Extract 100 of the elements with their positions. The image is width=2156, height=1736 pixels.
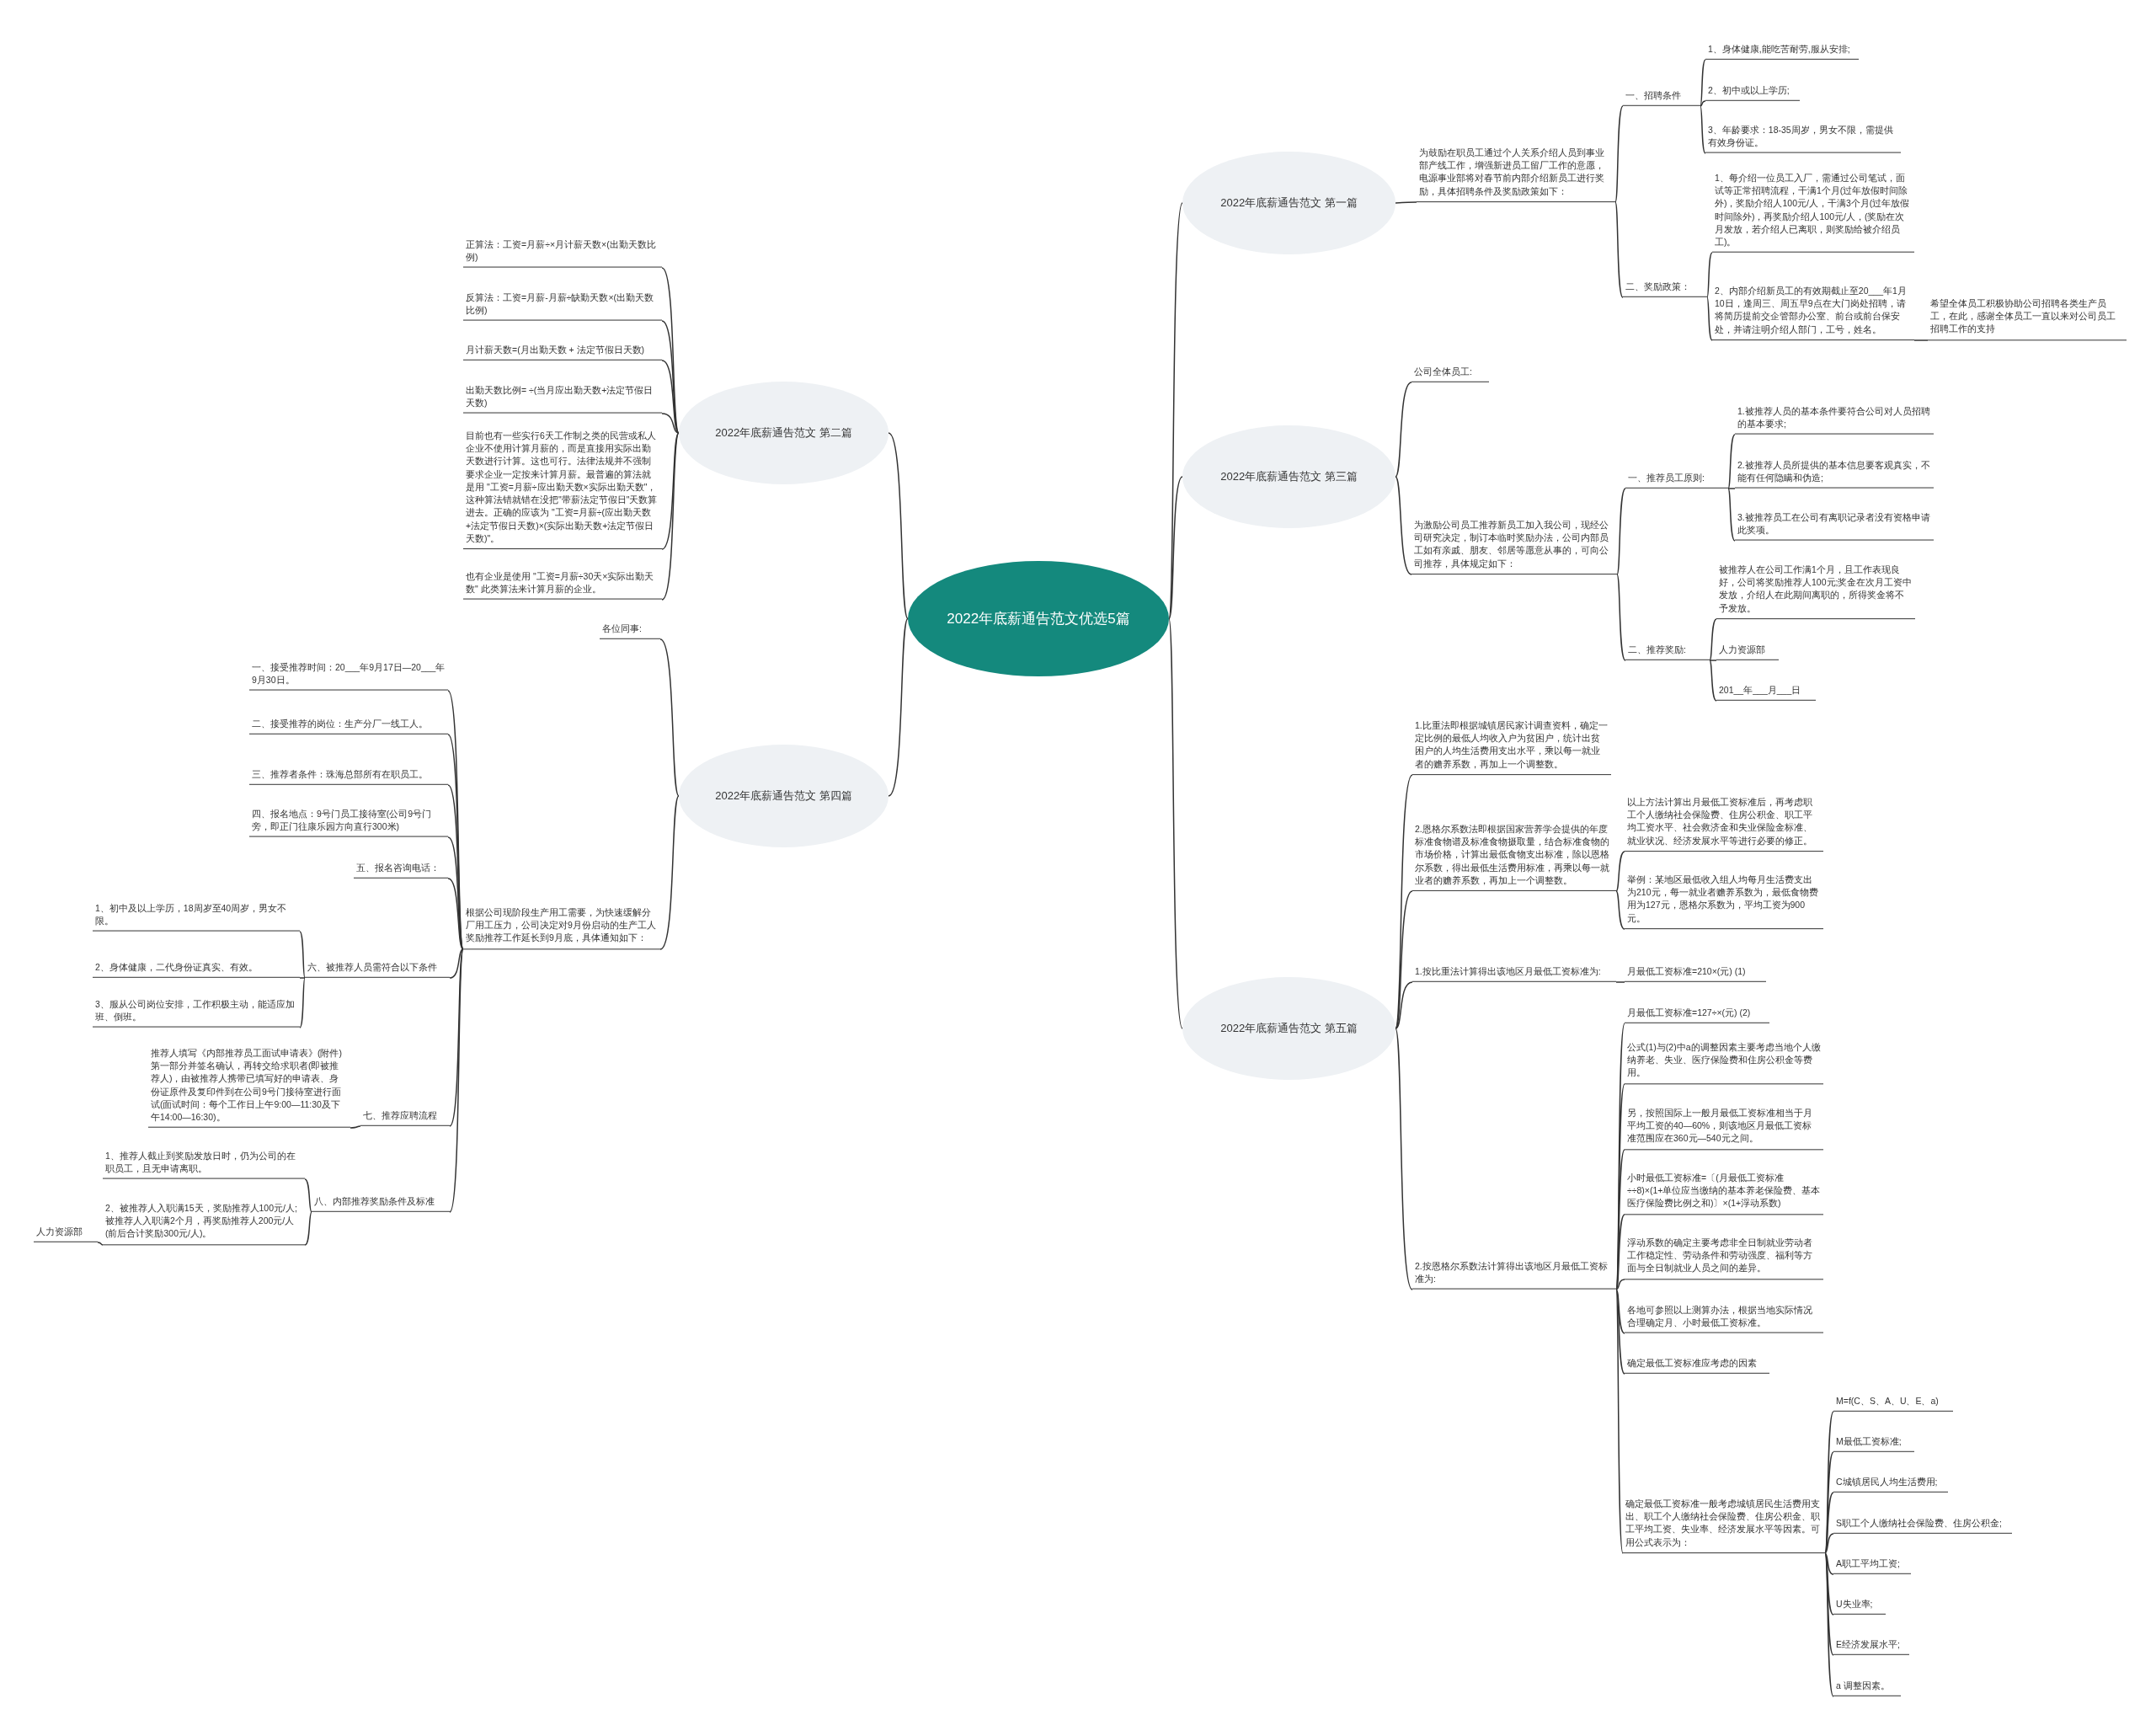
node-text: 以上方法计算出月最低工资标准后，再考虑职工个人缴纳社会保险费、住房公积金、职工平均工资水平、社会救济金和失业保险金标准、就业状况、经济发展水平等进行必要的修正。 [1627,796,1813,847]
node-text: 1、初中及以上学历，18周岁至40周岁，男女不限。 [95,901,288,927]
node-text: 推荐人填写《内部推荐员工面试申请表》(附件)第一部分并签名确认，再转交给求职者(即被推荐人)，由被推荐人携带已填写好的申请表、身份证原件及复印件到在公司9号门接待室进行面试(面试时间：每个工作日上午9:00—11:30及下午14:00—16:30)。 [151,1046,343,1124]
node-text: 3、年龄要求：18-35周岁，男女不限，需提供有效身份证。 [1708,123,1894,149]
connector-line [659,795,680,950]
node-text: 二、推荐奖励: [1628,643,1687,656]
connector-line [1727,488,1736,489]
connector-line [1395,382,1412,478]
connector-line [1615,1289,1625,1375]
node-text: 被推荐人在公司工作满1个月，且工作表现良好，公司将奖励推荐人100元;奖金在次月工资中发放，介绍人在此期间离职的，所得奖金将不予发放。 [1719,564,1913,615]
node-text: 1.被推荐人员的基本条件要符合公司对人员招聘的基本要求; [1737,404,1931,430]
node-text: U失业率; [1836,1597,1874,1610]
node-text: 1.比重法即根据城镇居民家计调查资料，确定一定比例的最低人均收入户为贫困户，统计出贫困户的人均生活费用支出水平，乘以每一就业者的赡养系数，再加上一个调整数。 [1415,719,1609,771]
node-text: 反算法：工资=月薪-月薪÷缺勤天数×(出勤天数比例) [466,291,655,317]
node-text: 根据公司现阶段生产用工需要，为快速缓解分厂用工压力，公司决定对9月份启动的生产工人奖励推荐工作延长到9月底，具体通知如下： [466,906,657,945]
node-text: 举例：某地区最低收入组人均每月生活费支出为210元，每一就业者赡养系数为，最低食物费用为127元，恩格尔系数为，平均工资为900元。 [1627,873,1819,925]
connector-line [1615,1279,1625,1290]
node-text: 月最低工资标准=210×(元) (1) [1627,964,1747,978]
connector-line [661,360,680,434]
connector-line [304,1178,312,1213]
node-text: 四、报名地点：9号门员工接待室(公司9号门旁，即正门往康乐园方向直行300米) [252,807,433,833]
connector-line [1709,618,1717,661]
node-text: 一、招聘条件 [1625,88,1682,102]
node-text: 另，按照国际上一般月最低工资标准相当于月平均工资的40—60%，则该地区月最低工资标准范围应在360元—540元之间。 [1627,1107,1813,1146]
connector-line [1614,201,1624,298]
node-text: 为激励公司员工推荐新员工加入我公司，现经公司研究决定，制订本临时奖励办法，公司内部员工如有亲戚、朋友、邻居等愿意从事的，可向公司推荐，具体规定如下： [1414,519,1609,570]
connector-line [1395,476,1412,575]
node-text: C城镇居民人均生活费用; [1836,1475,1939,1488]
node-text: 2022年底薪通告范文 第三篇 [1220,469,1358,485]
connector-line [1395,981,1413,1029]
connector-line [449,948,464,979]
node-text: 1、身体健康,能吃苦耐劳,服从安排; [1708,42,1851,56]
connector-line [304,1211,312,1246]
node-text: 浮动系数的确定主要考虑非全日制就业劳动者工作稳定性、劳动条件和劳动强度、福利等方面与全日制就业人员之间的差异。 [1627,1237,1813,1275]
node-text: 1、推荐人截止到奖励发放日时，仍为公司的在职员工，且无申请离职。 [105,1149,296,1175]
connector-line [449,948,464,1213]
node-text: 2.被推荐人员所提供的基本信息要客观真实，不能有任何隐瞒和伪造; [1737,458,1931,484]
node-text: 目前也有一些实行6天工作制之类的民营或私人企业不使用计算月薪的，而是直接用实际出勤天数进行计算。这也可行。法律法规并不强制要求企业一定按来计算月薪。最普遍的算法就是用 "工资=月薪÷应出勤天数×实际出勤天数"，这种算法错就错在没把"带薪法定节假日"天数算进去。正确的应该为 "工资=月薪÷(应出勤天数+法定节假日天数)×(实际出勤天数+法定节假日天数)"。 [466,430,659,545]
connector-line [1824,1533,1834,1554]
node-text: 2、内部介绍新员工的有效期截止至20___年1月10日，逢周三、周五早9点在大门岗处招聘，请将简历提前交企管部办公室、前台或前台保安处，并请注明介绍人部门，工号，姓名。 [1715,285,1908,336]
connector-line [1709,660,1717,702]
node-text: 201__年___月___日 [1719,683,1802,697]
node-text: S职工个人缴纳社会保险费、住房公积金; [1836,1516,2003,1530]
node-text: 正算法：工资=月薪÷×月计薪天数×(出勤天数比例) [466,238,657,264]
node-text: 一、接受推荐时间：20___年9月17日—20___年9月30日。 [252,660,446,686]
connector-line [1727,488,1736,542]
node-text: 一、推荐员工原则: [1628,471,1705,484]
node-text: 六、被推荐人员需符合以下条件 [307,960,438,974]
node-text: 小时最低工资标准=〔(月最低工资标准÷÷8)×(1+单位应当缴纳的基本养老保险费、基本医疗保险费比例之和)〕×(1+浮动系数) [1627,1172,1821,1210]
node-text: 二、接受推荐的岗位：生产分厂一线工人。 [252,717,429,730]
connector-line [1616,574,1626,661]
connector-line [447,734,464,950]
connector-line [1168,476,1183,620]
connector-line [1824,1552,1834,1616]
node-text: a 调整因素。 [1836,1679,1891,1692]
connector-line [1824,1552,1834,1656]
node-text: M最低工资标准; [1836,1434,1903,1448]
connector-line [447,878,464,950]
node-text: 3.被推荐员工在公司有离职记录者没有资格申请此奖项。 [1737,510,1931,537]
node-text: 二、奖励政策： [1625,280,1691,293]
node-text: 2.按恩格尔系数法计算得出该地区月最低工资标准为: [1415,1259,1609,1285]
connector-line [1709,660,1717,661]
node-text: 2、初中或以上学历; [1708,83,1790,97]
node-text: 1.按比重法计算得出该地区月最低工资标准为: [1415,964,1602,978]
node-text: 2022年底薪通告范文 第一篇 [1220,195,1358,211]
connector-line [1615,851,1625,892]
node-text: 希望全体员工积极协助公司招聘各类生产员工，在此，感谢全体员工一直以来对公司员工招聘工作的支持 [1930,297,2116,336]
node-text: 各地可参照以上测算办法，根据当地实际情况合理确定月、小时最低工资标准。 [1627,1303,1813,1329]
node-text: 确定最低工资标准一般考虑城镇居民生活费用支出、职工个人缴纳社会保险费、住房公积金、职工平均工资、失业率、经济发展水平等因素。可用公式表示为： [1625,1498,1821,1549]
connector-line [661,432,680,601]
node-text: 1、每介绍一位员工入厂，需通过公司笔试，面试等正常招聘流程，干满1个月(过年放假时间除外)，奖励介绍人100元/人，干满3个月(过年放假时间除外)，再奖励介绍人100元/人，(奖励在次月发放，若介绍人已离职，则奖励给被介绍员工)。 [1715,171,1911,248]
node-text: 五、报名咨询电话： [356,861,440,874]
connector-line [1395,890,1413,1029]
connector-line [1824,1451,1834,1554]
connector-line [299,977,306,979]
connector-line [1168,617,1183,1029]
node-text: E经济发展水平; [1836,1637,1901,1651]
connector-line [1395,201,1417,204]
node-text: 2、身体健康，二代身份证真实、有效。 [95,960,259,974]
connector-line [1615,981,1625,983]
connector-line [449,948,464,1127]
node-text: M=f(C、S、A、U、E、a) [1836,1394,1940,1407]
node-text: 八、内部推荐奖励条件及标准 [314,1194,435,1208]
connector-line [97,1242,104,1246]
connector-line [1824,1552,1834,1697]
connector-line [299,977,306,1028]
connector-line [1913,339,1929,341]
connector-line [1700,100,1706,107]
connector-line [1727,434,1736,489]
node-text: A职工平均工资; [1836,1557,1901,1570]
connector-line [1615,1149,1625,1290]
connector-line [661,413,680,434]
connector-line [1616,488,1626,575]
connector-line [1824,1492,1834,1554]
connector-line [661,432,680,550]
node-text: 2022年底薪通告范文 第四篇 [715,788,852,804]
node-text: 2022年底薪通告范文 第二篇 [715,425,852,441]
connector-line [659,638,680,797]
node-text: 为鼓励在职员工通过个人关系介绍人员到事业部产线工作，增强新进员工留厂工作的意愿，电源事业部将对春节前内部介绍新员工进行奖励，具体招聘条件及奖励政策如下： [1419,147,1605,198]
connector-line [1706,296,1713,341]
